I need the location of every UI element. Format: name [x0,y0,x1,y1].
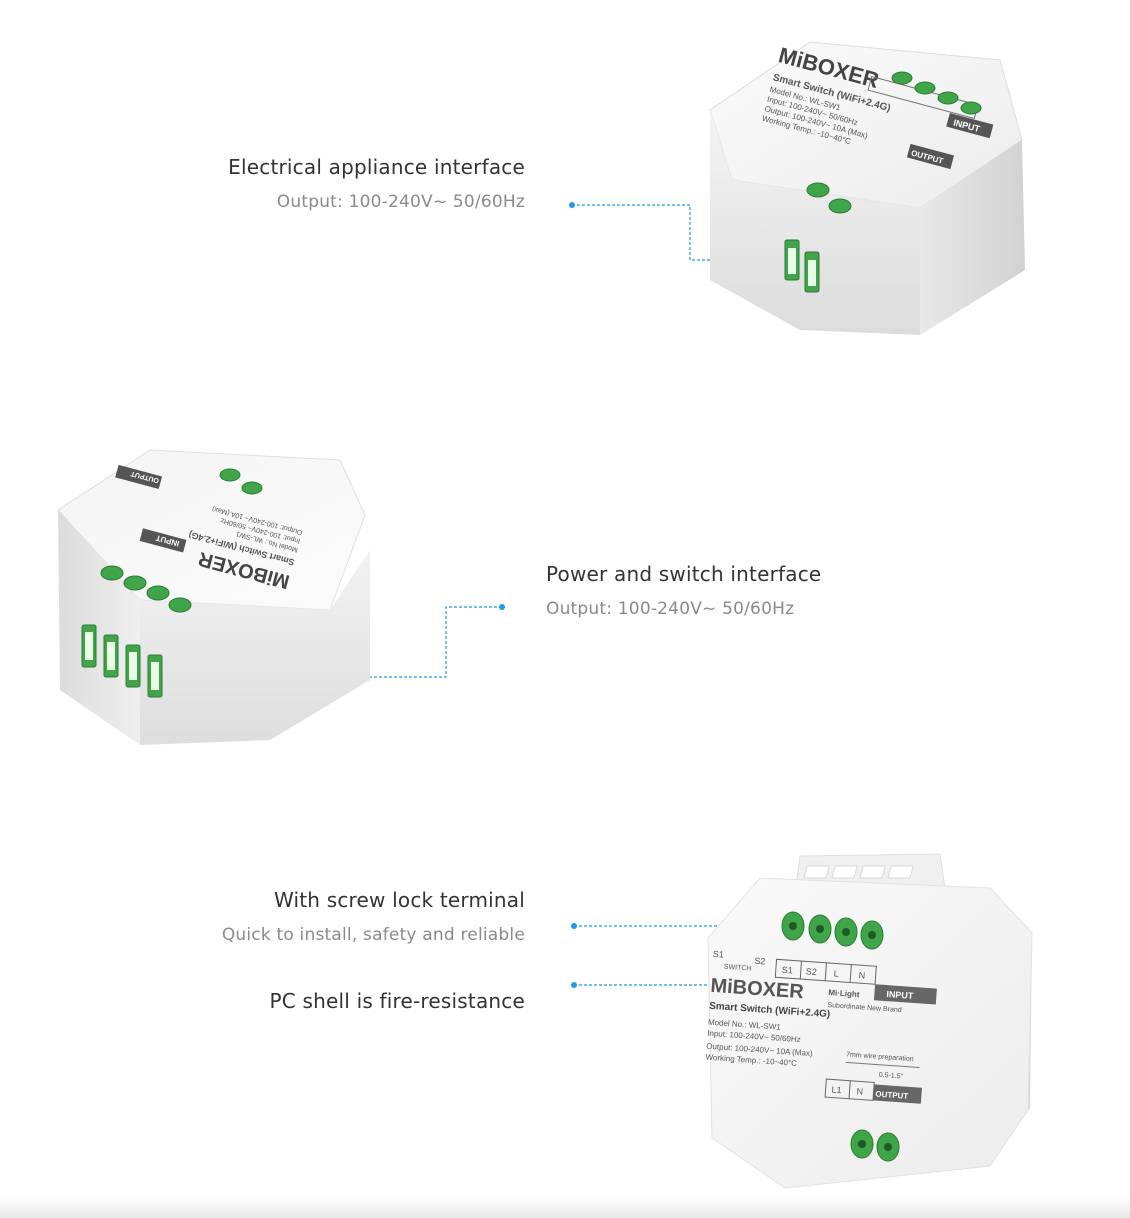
feature-1-subtitle: Output: 100-240V~ 50/60Hz [276,192,525,212]
bottom-fade [0,1196,1130,1218]
svg-text:OUTPUT: OUTPUT [875,1090,909,1101]
feature-2-title: Power and switch interface [546,562,822,586]
feature-2-subtitle: Output: 100-240V~ 50/60Hz [546,599,795,619]
feature-3-callout-lines [571,923,798,988]
svg-text:N: N [858,970,865,980]
svg-text:N: N [856,1086,863,1096]
svg-text:0.5-1.5°: 0.5-1.5° [878,1071,903,1081]
feature-3-subtitle: Quick to install, safety and reliable [221,925,525,945]
feature-1-title: Electrical appliance interface [228,155,525,179]
feature-3-title: With screw lock terminal [273,888,525,912]
svg-text:S2: S2 [805,966,817,977]
svg-text:S1: S1 [782,965,794,976]
svg-text:7mm wire preparation: 7mm wire preparation [846,1051,914,1063]
device-image-1: MiBOXER Smart Switch (WiFi+2.4G) Model N… [709,41,1025,335]
device-image-3: S1 S2 SWITCH S1 S2 L N INPUT MiBOXER Mi·… [705,853,1033,1189]
svg-text:SWITCH: SWITCH [724,964,752,973]
svg-text:S2: S2 [754,956,766,967]
svg-text:L: L [833,968,839,978]
svg-text:INPUT: INPUT [886,989,914,1001]
feature-4-title: PC shell is fire-resistance [269,989,525,1013]
svg-text:S1: S1 [712,949,724,960]
svg-text:Mi·Light: Mi·Light [828,988,860,999]
device-image-2: MiBOXER Smart Switch (WiFi+2.4G) Model N… [57,449,370,745]
svg-text:L1: L1 [831,1084,842,1095]
